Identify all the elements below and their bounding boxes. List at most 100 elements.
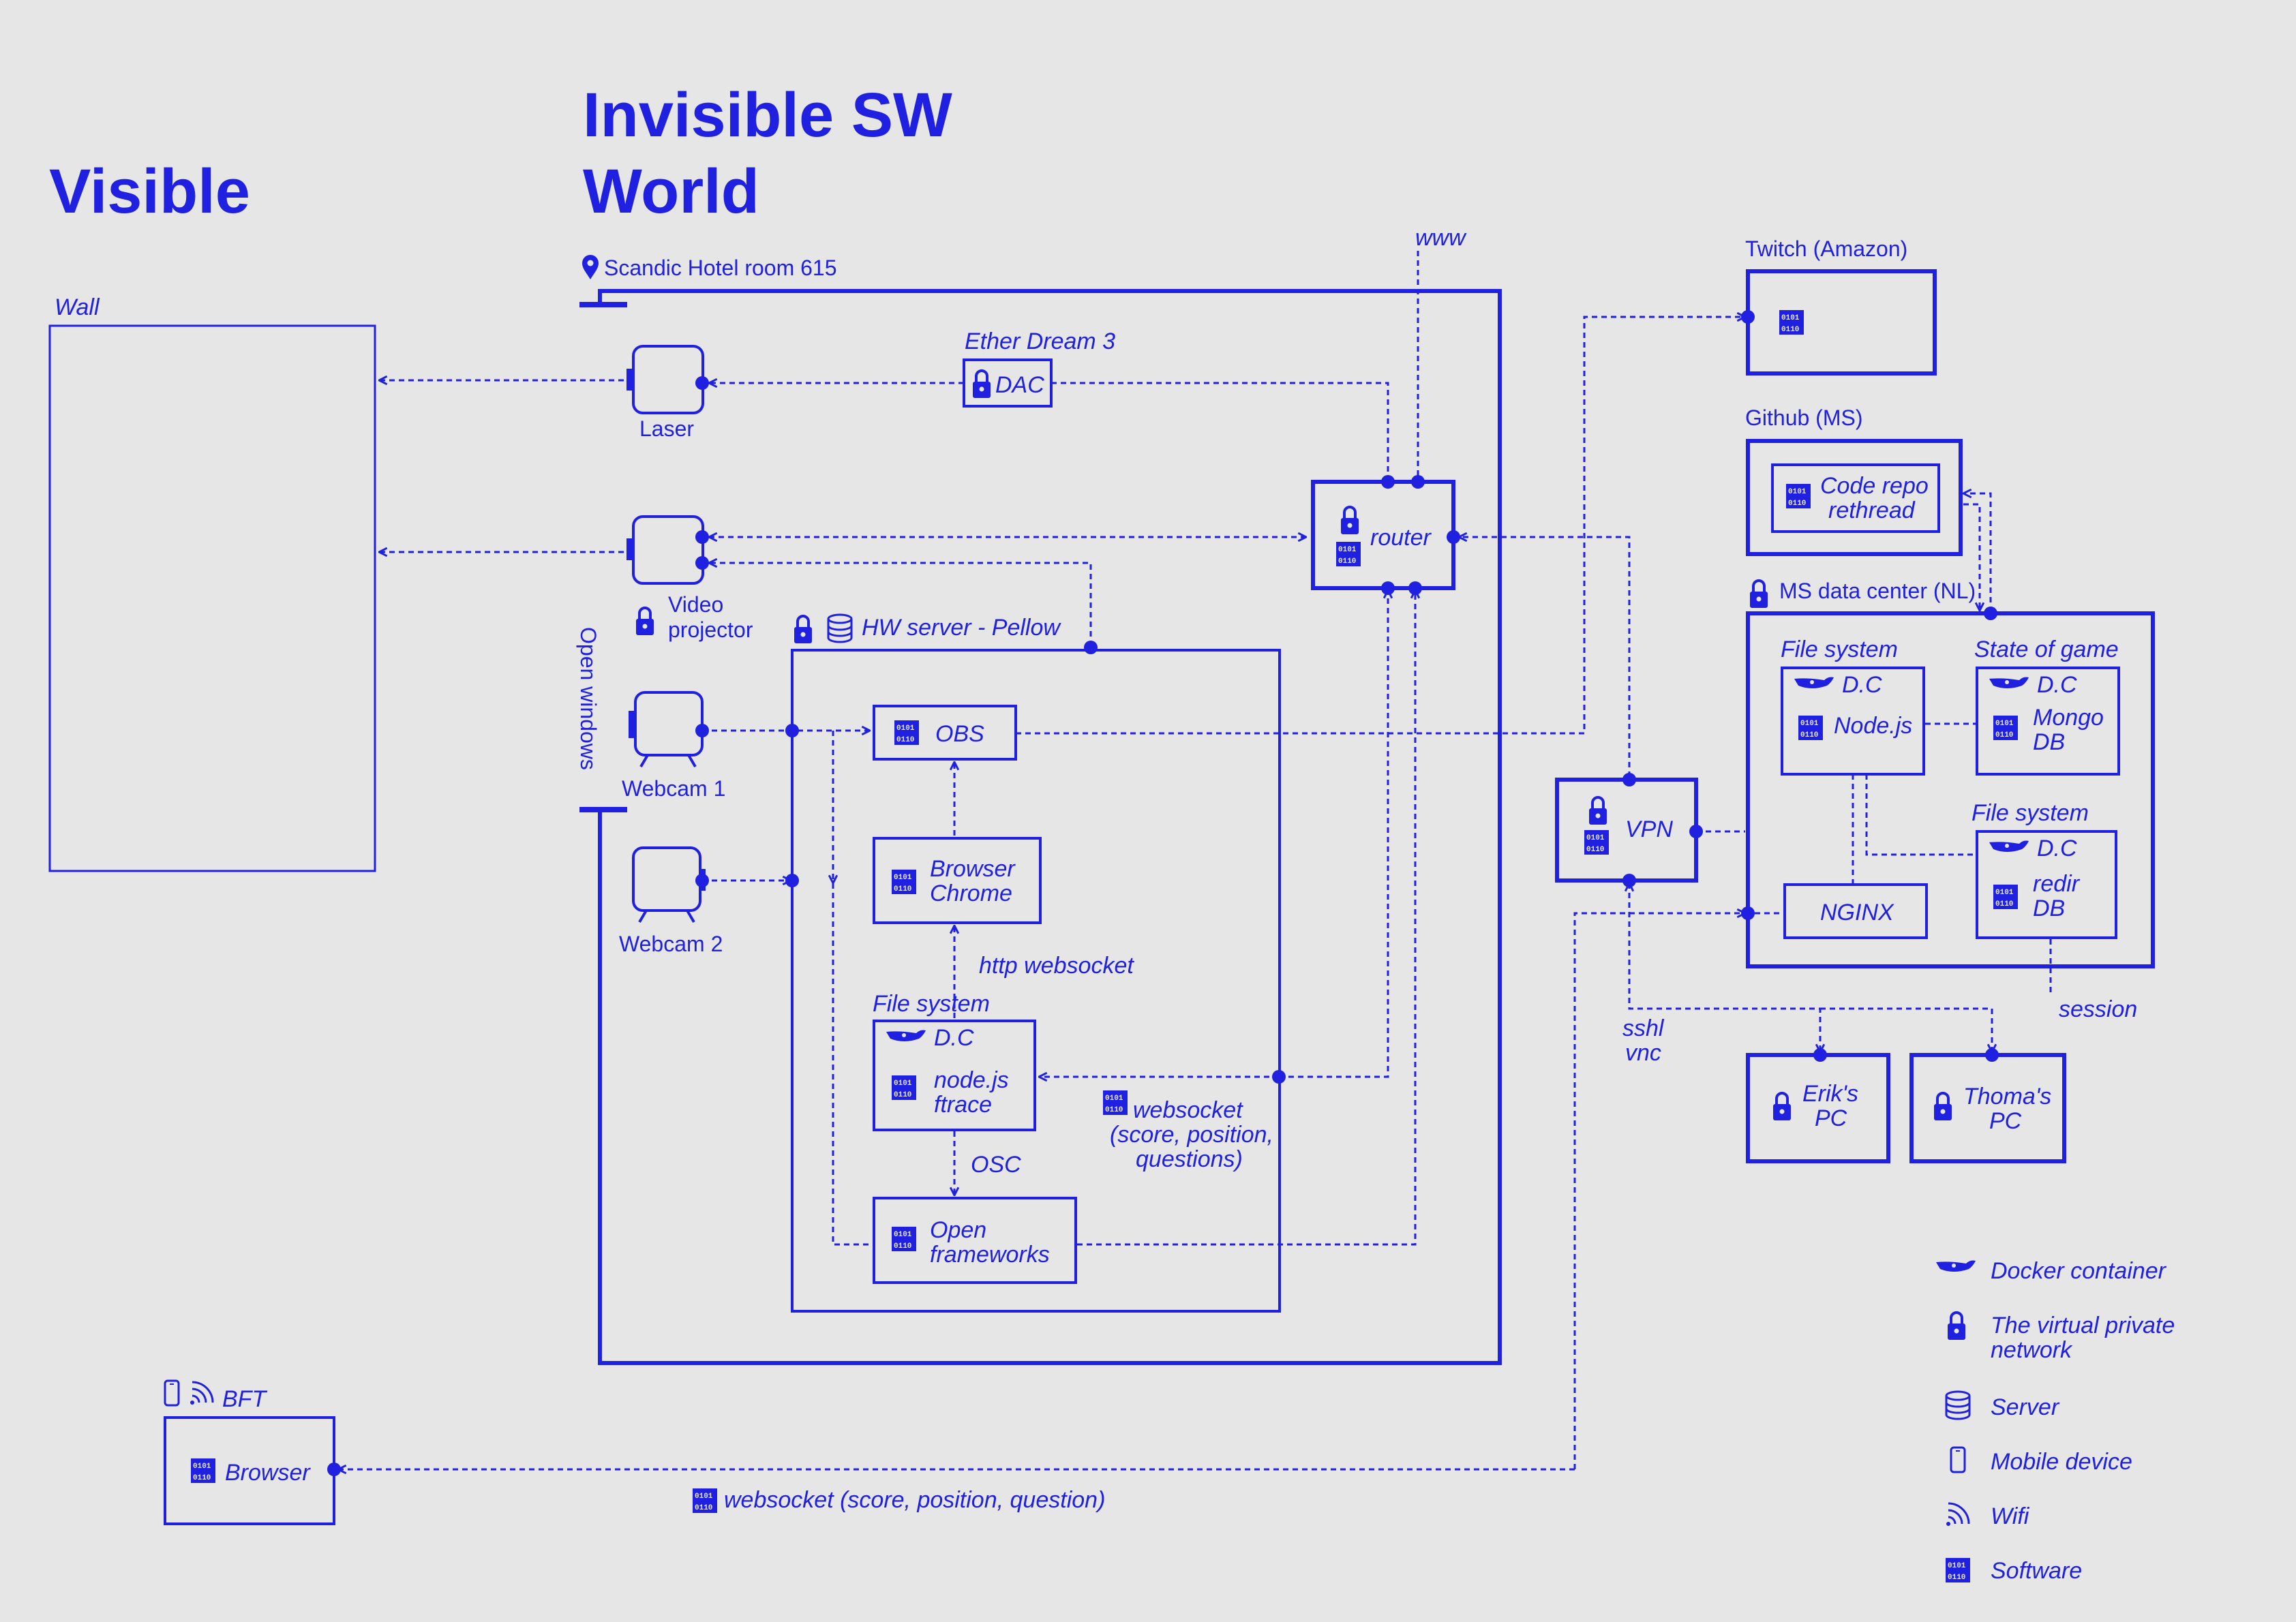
location-pin-icon [582, 255, 599, 279]
vpn-to-router-line [1459, 537, 1631, 777]
code-repo-software-icon [1786, 484, 1811, 508]
dac-lock-icon [971, 369, 992, 399]
legend-server-icon [1945, 1390, 1971, 1420]
projector-label-line2: projector [668, 617, 753, 642]
ms-label: MS data center (NL) [1779, 579, 1976, 603]
dot-erik [1813, 1048, 1827, 1062]
node-fs-label: File system [873, 991, 990, 1017]
vnc-label: vnc [1625, 1040, 1661, 1066]
browser-software-icon [892, 870, 916, 894]
dot-projector-b [695, 556, 709, 570]
browser-label-line2: Chrome [930, 881, 1012, 906]
websocket-label-line2: (score, position, [1110, 1122, 1273, 1148]
http-websocket-label: http websocket [979, 953, 1134, 979]
dot-server-webcam1 [785, 724, 799, 737]
erik-pc-label-line2: PC [1815, 1105, 1847, 1131]
router-label: router [1370, 525, 1432, 551]
server-lock-icon [793, 615, 813, 645]
ms-to-github-line [1963, 493, 1992, 612]
ms-mongo-box [1976, 667, 2120, 776]
ms-mongo-software-icon [1993, 716, 2018, 740]
legend-mobile-icon [1950, 1446, 1966, 1473]
node-label-line1: node.js [934, 1067, 1009, 1093]
legend-server-label: Server [1991, 1394, 2060, 1420]
dot-thomas [1985, 1048, 1999, 1062]
bft-wifi-icon [189, 1381, 214, 1406]
ms-nodejs-dc-label: D.C [1842, 672, 1882, 698]
vpn-lock-icon [1588, 796, 1608, 826]
dot-ms-left [1741, 906, 1755, 920]
ms-session-label: session [2059, 996, 2137, 1022]
dot-router-right [1447, 530, 1460, 544]
dot-router-top-b [1411, 475, 1425, 489]
thomas-pc-lock-icon [1933, 1092, 1953, 1122]
legend-wifi-icon [1945, 1502, 1970, 1527]
legend-vpn-label-line1: The virtual private [1991, 1313, 2175, 1338]
legend-vpn-label-line2: network [1991, 1337, 2073, 1363]
vpn-label: VPN [1625, 816, 1673, 842]
bft-mobile-icon [164, 1379, 180, 1407]
webcam2-icon [632, 846, 706, 923]
legend-docker-icon [1936, 1260, 1976, 1272]
heading-visible: Visible [49, 157, 250, 226]
vpn-to-thomas-line [1820, 1007, 1992, 1052]
dot-server-top [1084, 641, 1098, 654]
wall-label: Wall [55, 294, 100, 320]
dot-router-bottom-a [1381, 581, 1395, 595]
openframeworks-label-line1: Open [930, 1217, 986, 1243]
code-repo-box [1771, 463, 1940, 533]
openframeworks-label-line2: frameworks [930, 1242, 1050, 1268]
nodejs-to-redir-line [1865, 774, 1976, 856]
openframeworks-box [873, 1197, 1077, 1284]
ms-lock-icon [1749, 579, 1769, 609]
open-windows-label: Open windows [576, 627, 601, 770]
legend-lock-icon [1946, 1311, 1967, 1341]
bft-label: BFT [222, 1386, 267, 1412]
bft-ws-software-icon [693, 1488, 717, 1513]
dot-server-right [1272, 1070, 1286, 1084]
browser-chrome-box [873, 837, 1042, 924]
dot-vpn-right [1689, 825, 1703, 838]
webcam-to-openframeworks-line [832, 731, 868, 1246]
erik-pc-label-line1: Erik's [1802, 1081, 1858, 1107]
websocket-to-router-line [1279, 590, 1388, 1078]
twitch-software-icon [1779, 310, 1804, 335]
obs-to-twitch-line [1016, 317, 1745, 735]
server-db-icon [827, 613, 853, 643]
thomas-pc-label-line1: Thoma's [1963, 1084, 2051, 1110]
hotel-room-box [598, 289, 1502, 1365]
ms-redir-box [1976, 830, 2117, 939]
router-to-dac-line [1051, 382, 1389, 481]
laser-label: Laser [639, 416, 694, 441]
router-lock-icon [1340, 506, 1360, 536]
connectors [338, 251, 2052, 1469]
thomas-pc-label-line2: PC [1989, 1108, 2022, 1134]
openframeworks-software-icon [892, 1227, 916, 1251]
github-to-ms-line [1963, 503, 1980, 611]
legend-mobile-label: Mobile device [1991, 1449, 2132, 1475]
webcam2-label: Webcam 2 [619, 932, 723, 956]
webcam1-icon [629, 691, 704, 768]
websocket-software-icon [1103, 1090, 1128, 1115]
ms-redir-dc-label: D.C [2037, 836, 2077, 861]
code-repo-label-line1: Code repo [1820, 473, 1929, 499]
erik-pc-lock-icon [1772, 1092, 1792, 1122]
server-to-projector-line [709, 563, 1092, 646]
dot-router-top-a [1381, 475, 1395, 489]
code-repo-label-line2: rethread [1828, 498, 1916, 523]
legend-docker-label: Docker container [1991, 1258, 2167, 1284]
www-label: www [1415, 225, 1467, 251]
hotel-label: Scandic Hotel room 615 [604, 256, 837, 280]
dot-vpn-top [1622, 773, 1636, 786]
ms-state-label: State of game [1974, 637, 2119, 662]
dot-webcam1 [695, 724, 709, 737]
vpn-to-erik-line [1629, 883, 1820, 1052]
ssh-label: sshl [1622, 1015, 1665, 1041]
obs-label: OBS [935, 721, 984, 747]
projector-label-line1: Video [668, 592, 723, 617]
webcam1-label: Webcam 1 [622, 776, 725, 801]
router-software-icon [1336, 542, 1361, 566]
ms-nodejs-label: Node.js [1834, 713, 1912, 739]
browser-label-line1: Browser [930, 856, 1016, 882]
